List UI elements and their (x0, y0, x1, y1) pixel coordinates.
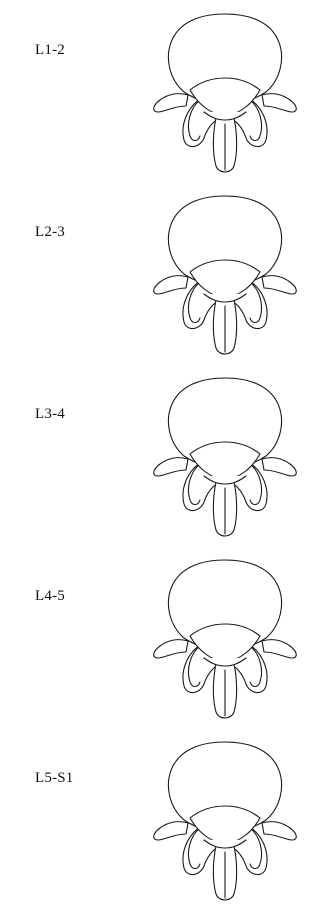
transverse-process-left (154, 94, 188, 112)
level-row-l3-4: L3-4 (0, 364, 322, 546)
transverse-process-right (262, 822, 296, 840)
vertebra-cross-section (140, 546, 310, 728)
vertebra-cross-section (140, 182, 310, 364)
level-label: L1-2 (35, 42, 65, 59)
vertebra-cross-section (140, 0, 310, 182)
facet-joint-left (188, 828, 200, 869)
transverse-process-right (262, 94, 296, 112)
facet-joint-right (250, 828, 262, 869)
facet-joint-left (188, 282, 200, 323)
level-row-l1-2: L1-2 (0, 0, 322, 182)
facet-joint-left (188, 464, 200, 505)
facet-joint-left (188, 646, 200, 687)
transverse-process-right (262, 640, 296, 658)
vertebra-cross-section (140, 364, 310, 546)
level-row-l5-s1: L5-S1 (0, 728, 322, 910)
transverse-process-right (262, 458, 296, 476)
facet-joint-right (250, 646, 262, 687)
transverse-process-left (154, 822, 188, 840)
level-label: L2-3 (35, 224, 65, 241)
transverse-process-left (154, 640, 188, 658)
level-label: L3-4 (35, 406, 65, 423)
transverse-process-left (154, 458, 188, 476)
facet-joint-right (250, 100, 262, 141)
level-label: L4-5 (35, 588, 65, 605)
level-label: L5-S1 (35, 770, 74, 787)
facet-joint-right (250, 464, 262, 505)
level-row-l4-5: L4-5 (0, 546, 322, 728)
transverse-process-right (262, 276, 296, 294)
facet-joint-right (250, 282, 262, 323)
transverse-process-left (154, 276, 188, 294)
facet-joint-left (188, 100, 200, 141)
vertebra-cross-section (140, 728, 310, 910)
level-row-l2-3: L2-3 (0, 182, 322, 364)
